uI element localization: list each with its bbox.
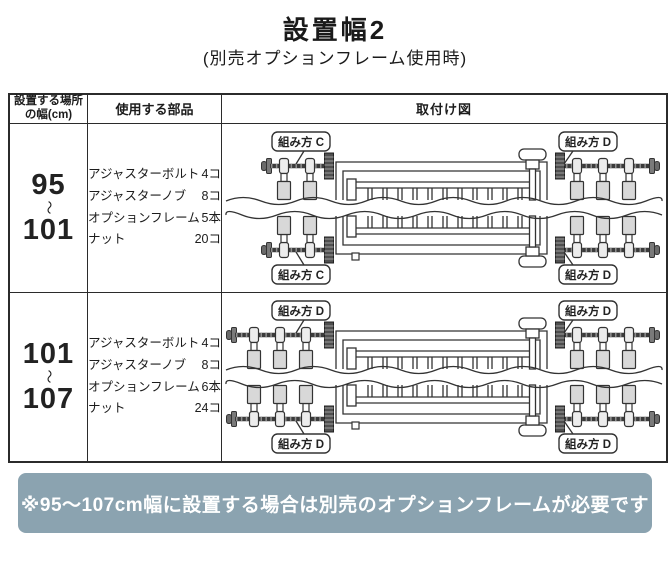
diagram-cell-1: 組み方 C 組み方 D 組み方 C 組み方 D (221, 122, 668, 293)
parts-cell-2: アジャスターボルト 4コ アジャスターノブ 8コ オプションフレーム 6本 ナッ… (87, 291, 222, 463)
part-qty: 4コ (201, 335, 221, 350)
spec-table: 設置する場所 の幅(cm) 使用する部品 取付け図 95 〜 101 アジャスタ… (8, 93, 668, 463)
assembly-top (262, 149, 660, 200)
tilde-mark: 〜 (41, 369, 57, 384)
assembly-label: 組み方 D (565, 304, 611, 318)
part-name: オプションフレーム (88, 379, 200, 394)
part-qty: 8コ (201, 188, 221, 203)
label-bubble-top-right: 組み方 D (558, 299, 618, 333)
frame-foot (351, 251, 360, 261)
part-name: オプションフレーム (88, 210, 200, 225)
label-bubble-top-right: 組み方 D (558, 130, 618, 164)
table-row: 95 〜 101 アジャスターボルト 4コ アジャスターノブ 8コ オプションフ… (8, 122, 668, 293)
width-to: 101 (22, 214, 75, 247)
part-name: アジャスターボルト (88, 335, 200, 350)
label-bubble-top-left: 組み方 C (271, 130, 331, 164)
part-item: アジャスターノブ 8コ (88, 186, 221, 208)
assembly-label: 組み方 D (278, 437, 324, 451)
table-row: 101 〜 107 アジャスターボルト 4コ アジャスターノブ 8コ オプション… (8, 291, 668, 463)
label-bubble-bottom-left: 組み方 D (271, 420, 331, 454)
assembly-label: 組み方 D (565, 135, 611, 149)
assembly-label: 組み方 D (565, 437, 611, 451)
label-bubble-bottom-left: 組み方 C (271, 251, 331, 285)
assembly-label: 組み方 C (278, 135, 324, 149)
assembly-bottom (227, 385, 660, 436)
part-qty: 20コ (194, 232, 221, 247)
label-bubble-top-left: 組み方 D (271, 299, 331, 333)
part-item: オプションフレーム 5本 (88, 208, 221, 230)
part-name: アジャスターボルト (88, 166, 200, 181)
part-item: アジャスターボルト 4コ (88, 333, 221, 355)
part-qty: 6本 (201, 379, 221, 394)
part-item: アジャスターノブ 8コ (88, 355, 221, 377)
installation-diagram-2: 組み方 D 組み方 D 組み方 D 組み方 D (225, 299, 663, 454)
frame-foot (351, 420, 360, 430)
notice-banner: ※95〜107cm幅に設置する場合は別売のオプションフレームが必要です (18, 473, 652, 533)
part-qty: 24コ (194, 401, 221, 416)
header-parts: 使用する部品 (87, 93, 222, 124)
part-item: アジャスターボルト 4コ (88, 164, 221, 186)
header-install-width: 設置する場所 の幅(cm) (8, 93, 88, 124)
tilde-mark: 〜 (41, 200, 57, 215)
part-qty: 4コ (201, 166, 221, 181)
width-from: 95 (31, 168, 66, 201)
part-item: オプションフレーム 6本 (88, 377, 221, 399)
installation-diagram-1: 組み方 C 組み方 D 組み方 C 組み方 D (225, 130, 663, 285)
label-bubble-bottom-right: 組み方 D (558, 420, 618, 454)
width-to: 107 (22, 383, 75, 416)
header-install-width-line2: の幅(cm) (24, 108, 73, 121)
part-qty: 5本 (201, 210, 221, 225)
assembly-bottom (262, 216, 660, 267)
header-install-width-line1: 設置する場所 (14, 95, 83, 107)
assembly-label: 組み方 D (565, 268, 611, 282)
assembly-top (227, 318, 660, 369)
part-name: ナット (88, 401, 126, 416)
label-bubble-bottom-right: 組み方 D (558, 251, 618, 285)
diagram-cell-2: 組み方 D 組み方 D 組み方 D 組み方 D (221, 291, 668, 463)
assembly-label: 組み方 C (278, 268, 324, 282)
width-from: 101 (22, 337, 75, 370)
page-subtitle: (別売オプションフレーム使用時) (202, 49, 468, 68)
part-item: ナット 20コ (88, 229, 221, 251)
parts-cell-1: アジャスターボルト 4コ アジャスターノブ 8コ オプションフレーム 5本 ナッ… (87, 122, 222, 293)
assembly-label: 組み方 D (278, 304, 324, 318)
part-name: ナット (88, 232, 126, 247)
table-header-row: 設置する場所 の幅(cm) 使用する部品 取付け図 (8, 93, 668, 124)
page-title: 設置幅2 (282, 15, 388, 45)
part-item: ナット 24コ (88, 398, 221, 420)
width-range-cell-1: 95 〜 101 (8, 122, 88, 293)
header-diagram: 取付け図 (221, 93, 668, 124)
part-qty: 8コ (201, 357, 221, 372)
part-name: アジャスターノブ (88, 357, 187, 372)
width-range-cell-2: 101 〜 107 (8, 291, 88, 463)
part-name: アジャスターノブ (88, 188, 187, 203)
